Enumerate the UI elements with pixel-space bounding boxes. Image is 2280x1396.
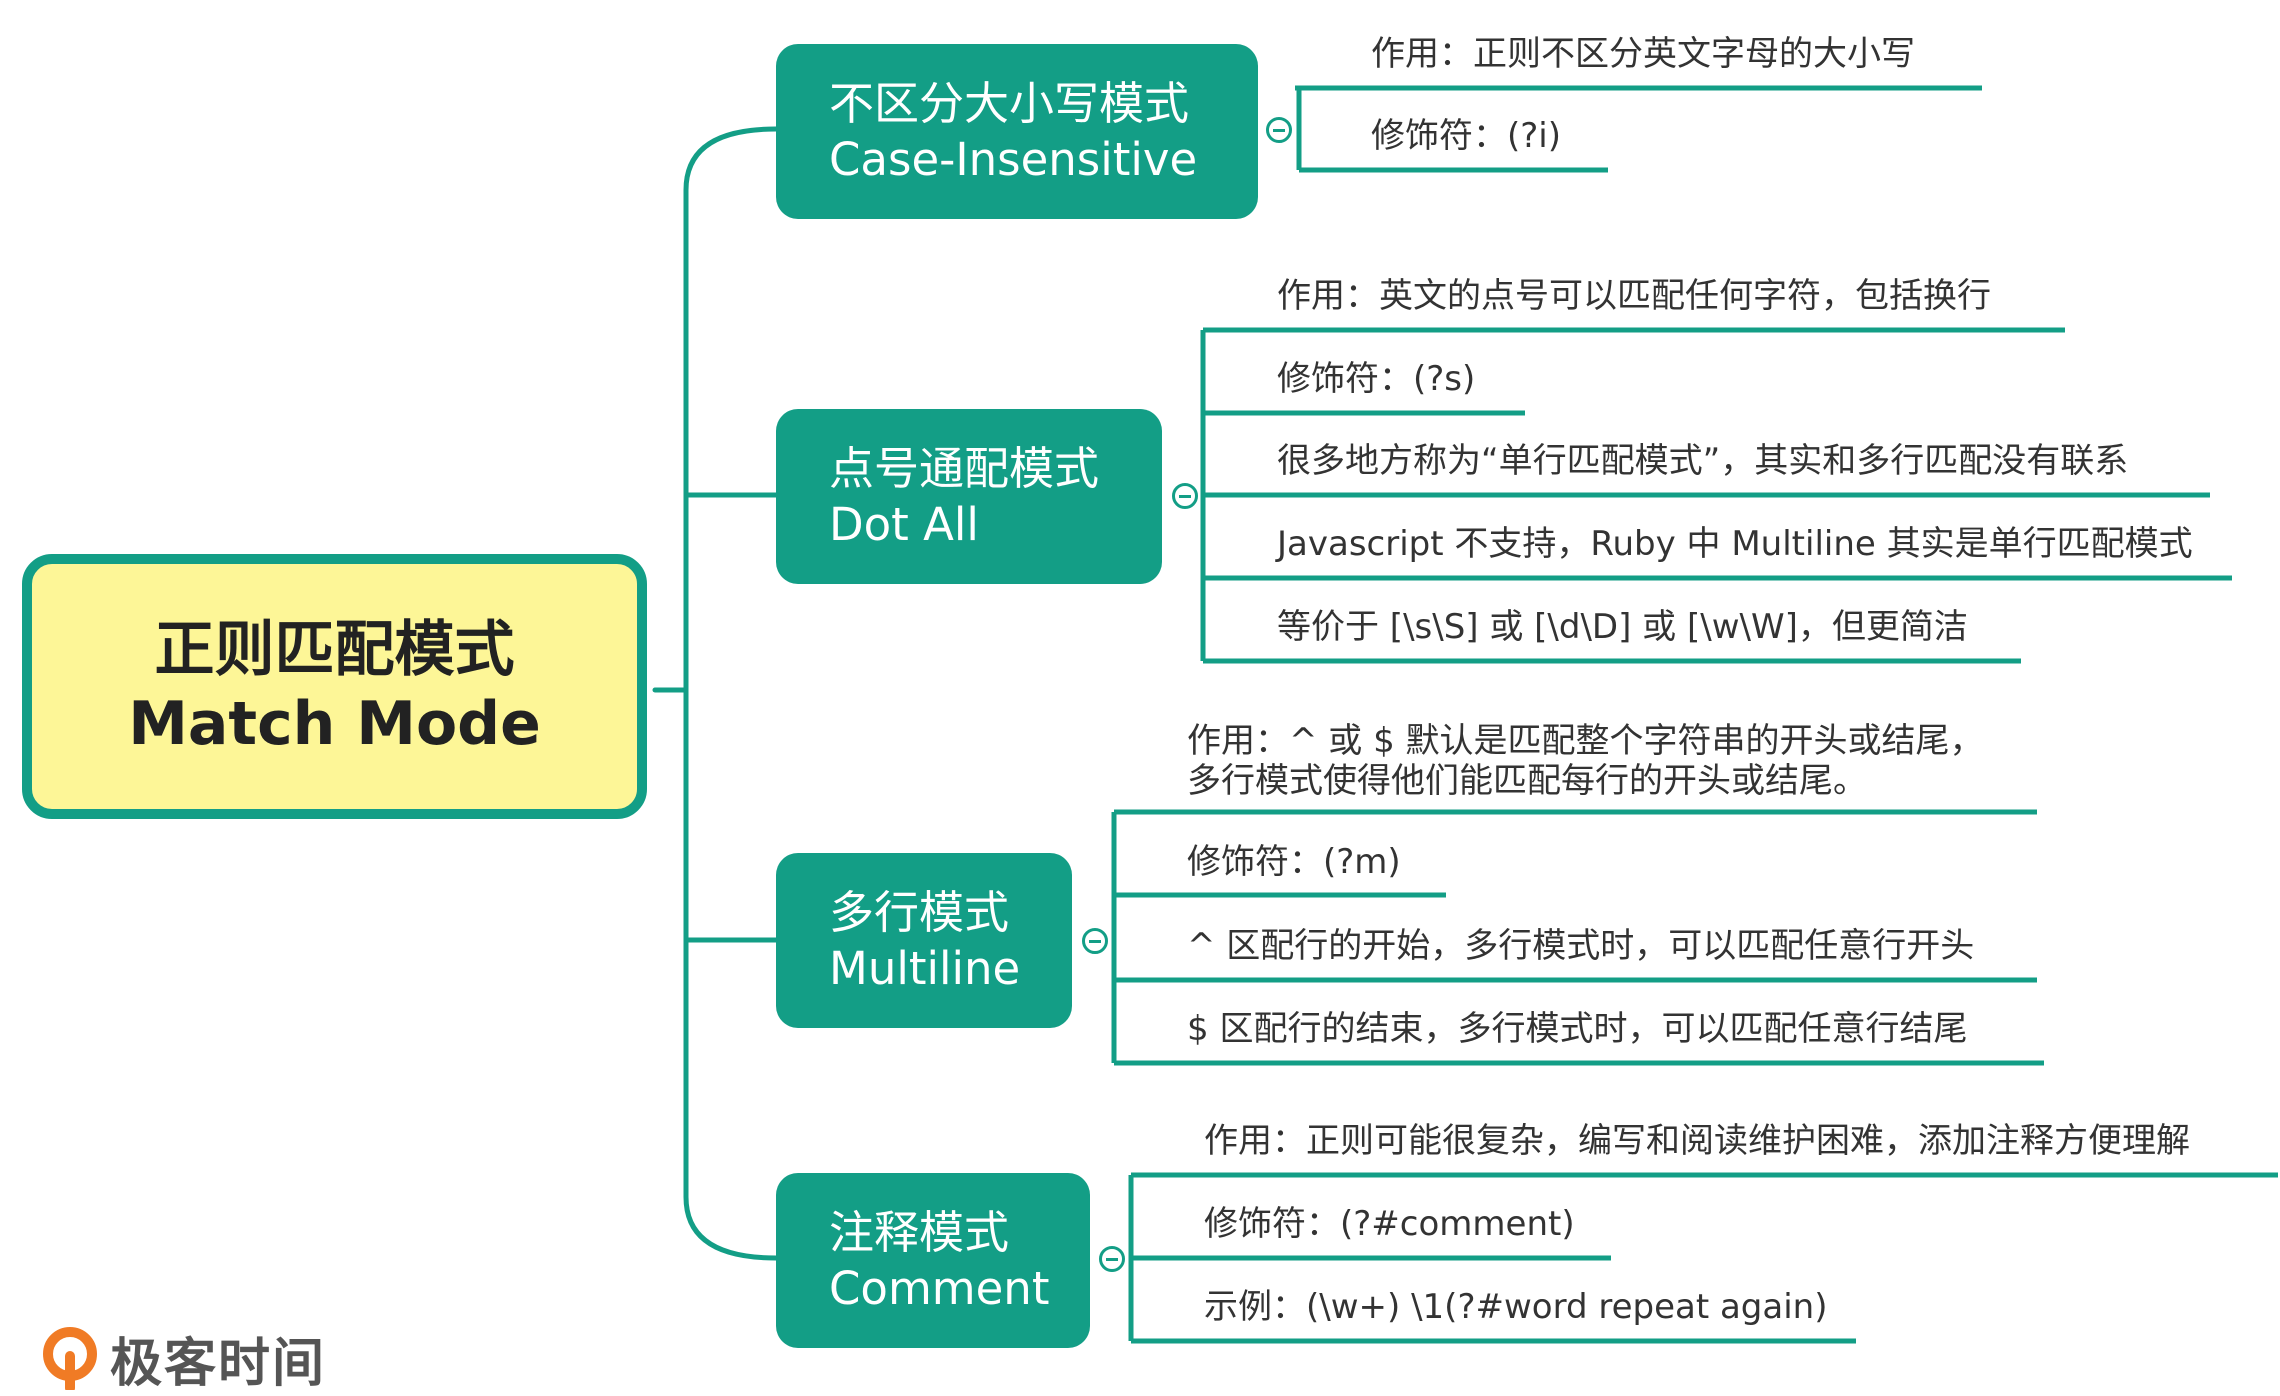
leaf-comment-modifier: 修饰符：(?#comment): [1204, 1204, 1575, 1244]
branch-subtitle: Case-Insensitive: [829, 132, 1198, 186]
collapse-toggle-branch-3[interactable]: [1082, 928, 1108, 954]
branch-title: 点号通配模式: [829, 441, 1100, 495]
minus-icon: [1179, 494, 1191, 498]
root-node[interactable]: 正则匹配模式 Match Mode: [22, 554, 647, 819]
leaf-case-insensitive-purpose: 作用：正则不区分英文字母的大小写: [1371, 34, 1915, 74]
root-title-en: Match Mode: [128, 688, 541, 759]
branch-subtitle: Comment: [829, 1261, 1050, 1315]
root-title-cn: 正则匹配模式: [154, 614, 515, 685]
leaf-line: 作用：^ 或 $ 默认是匹配整个字符串的开头或结尾，: [1187, 721, 1984, 761]
branch-title: 不区分大小写模式: [829, 76, 1190, 130]
geektime-logo: 极客时间: [38, 1326, 326, 1394]
leaf-case-insensitive-modifier: 修饰符：(?i): [1371, 116, 1562, 156]
branch-dot-all[interactable]: 点号通配模式 Dot All: [776, 409, 1162, 584]
branch-subtitle: Dot All: [829, 497, 979, 551]
collapse-toggle-branch-1[interactable]: [1266, 117, 1292, 143]
leaf-multiline-purpose: 作用：^ 或 $ 默认是匹配整个字符串的开头或结尾， 多行模式使得他们能匹配每行…: [1187, 721, 1984, 801]
leaf-dot-all-modifier: 修饰符：(?s): [1277, 359, 1476, 399]
branch-title: 注释模式: [829, 1205, 1010, 1259]
leaf-multiline-dollar: $ 区配行的结束，多行模式时，可以匹配任意行结尾: [1187, 1009, 1968, 1049]
logo-text: 极客时间: [110, 1333, 327, 1394]
branch-case-insensitive[interactable]: 不区分大小写模式 Case-Insensitive: [776, 44, 1258, 219]
branch-comment[interactable]: 注释模式 Comment: [776, 1173, 1090, 1348]
leaf-multiline-modifier: 修饰符：(?m): [1187, 842, 1401, 882]
leaf-dot-all-support: Javascript 不支持，Ruby 中 Multiline 其实是单行匹配模…: [1277, 524, 2193, 564]
leaf-dot-all-note: 很多地方称为“单行匹配模式”，其实和多行匹配没有联系: [1277, 441, 2129, 481]
collapse-toggle-branch-2[interactable]: [1172, 483, 1198, 509]
leaf-comment-purpose: 作用：正则可能很复杂，编写和阅读维护困难，添加注释方便理解: [1204, 1121, 2190, 1161]
collapse-toggle-branch-4[interactable]: [1099, 1246, 1125, 1272]
leaf-multiline-caret: ^ 区配行的开始，多行模式时，可以匹配任意行开头: [1187, 926, 1975, 966]
leaf-comment-example: 示例：(\w+) \1(?#word repeat again): [1204, 1287, 1828, 1327]
minus-icon: [1089, 939, 1101, 943]
trunk-connector: [683, 126, 779, 1261]
minus-icon: [1106, 1257, 1118, 1261]
leaf-line: 多行模式使得他们能匹配每行的开头或结尾。: [1187, 761, 1867, 801]
branch-title: 多行模式: [829, 885, 1010, 939]
leaf-dot-all-purpose: 作用：英文的点号可以匹配任何字符，包括换行: [1277, 276, 1991, 316]
minus-icon: [1273, 128, 1285, 132]
branch-subtitle: Multiline: [829, 941, 1021, 995]
geektime-logo-icon: [43, 1327, 97, 1390]
leaf-dot-all-equivalent: 等价于 [\s\S] 或 [\d\D] 或 [\w\W]，但更简洁: [1277, 607, 1968, 647]
branch-multiline[interactable]: 多行模式 Multiline: [776, 853, 1072, 1028]
